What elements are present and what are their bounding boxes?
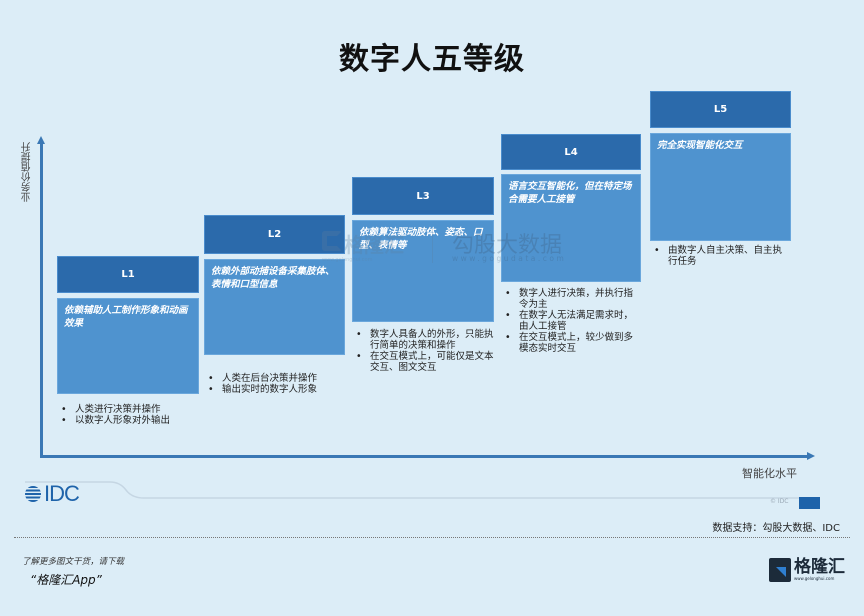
idc-logo-text: IDC xyxy=(44,481,80,506)
gelonghui-logo-text: 格隆汇 xyxy=(794,557,845,577)
gelonghui-logo-url: www.gelonghui.com xyxy=(794,576,835,581)
level-l2: L2 依赖外部动捕设备采集肢体、表情和口型信息 人类在后台决策并操作 输出实时的… xyxy=(204,215,345,395)
idc-brand-box xyxy=(799,497,820,509)
footer-divider xyxy=(14,537,850,538)
y-axis-arrow-icon xyxy=(37,136,45,144)
idc-footer-curve xyxy=(25,481,820,499)
level-l3-description: 依赖算法驱动肢体、姿态、口型、表情等 xyxy=(352,220,494,322)
bullet-item: 由数字人自主决策、自主执行任务 xyxy=(650,245,791,267)
promo-app-name: “格隆汇App” xyxy=(30,573,102,587)
level-l4-description: 语言交互智能化，但在特定场合需要人工接管 xyxy=(501,174,641,282)
y-axis-line xyxy=(40,142,43,457)
level-l2-header: L2 xyxy=(204,215,345,254)
level-l3: L3 依赖算法驱动肢体、姿态、口型、表情等 数字人具备人的外形，只能执行简单的决… xyxy=(352,177,494,377)
y-axis-label: 业务价值提升 xyxy=(22,142,33,202)
bullet-item: 人类进行决策并操作 xyxy=(57,404,199,415)
data-source: 数据支持：勾股大数据、IDC xyxy=(712,523,840,534)
bullet-item: 在交互模式上，可能仅是文本交互、图文交互 xyxy=(352,351,494,373)
level-l4-bullets: 数字人进行决策，并执行指令为主 在数字人无法满足需求时，由人工接管 在交互模式上… xyxy=(501,288,641,354)
level-l4: L4 语言交互智能化，但在特定场合需要人工接管 数字人进行决策，并执行指令为主 … xyxy=(501,134,641,364)
level-l4-header: L4 xyxy=(501,134,641,170)
bullet-item: 在数字人无法满足需求时，由人工接管 xyxy=(501,310,641,332)
x-axis-arrow-icon xyxy=(807,452,815,460)
level-l5: L5 完全实现智能化交互 由数字人自主决策、自主执行任务 xyxy=(650,91,791,281)
bullet-item: 输出实时的数字人形象 xyxy=(204,384,345,395)
level-l1-header: L1 xyxy=(57,256,199,293)
idc-globe-icon xyxy=(25,486,41,502)
level-l1-description: 依赖辅助人工制作形象和动画效果 xyxy=(57,298,199,394)
x-axis-label: 智能化水平 xyxy=(742,467,797,480)
level-l3-bullets: 数字人具备人的外形，只能执行简单的决策和操作 在交互模式上，可能仅是文本交互、图… xyxy=(352,329,494,373)
gelonghui-logo: 格隆汇 www.gelonghui.com xyxy=(769,558,845,584)
level-l1-bullets: 人类进行决策并操作 以数字人形象对外输出 xyxy=(57,404,199,426)
level-l5-bullets: 由数字人自主决策、自主执行任务 xyxy=(650,245,791,267)
bullet-item: 数字人具备人的外形，只能执行简单的决策和操作 xyxy=(352,329,494,351)
level-l1: L1 依赖辅助人工制作形象和动画效果 人类进行决策并操作 以数字人形象对外输出 xyxy=(57,256,199,436)
bullet-item: 人类在后台决策并操作 xyxy=(204,373,345,384)
level-l2-description: 依赖外部动捕设备采集肢体、表情和口型信息 xyxy=(204,259,345,355)
idc-logo: IDC xyxy=(25,481,80,506)
bullet-item: 在交互模式上，较少做到多模态实时交互 xyxy=(501,332,641,354)
bullet-item: 以数字人形象对外输出 xyxy=(57,415,199,426)
gelonghui-g-icon xyxy=(769,558,791,582)
bullet-item: 数字人进行决策，并执行指令为主 xyxy=(501,288,641,310)
level-l5-header: L5 xyxy=(650,91,791,128)
level-l2-bullets: 人类在后台决策并操作 输出实时的数字人形象 xyxy=(204,373,345,395)
page-title: 数字人五等级 xyxy=(339,42,525,77)
promo-text: 了解更多图文干货，请下载 xyxy=(22,557,125,567)
level-l5-description: 完全实现智能化交互 xyxy=(650,133,791,241)
idc-copyright: © IDC xyxy=(770,498,789,505)
x-axis-line xyxy=(40,455,809,458)
level-l3-header: L3 xyxy=(352,177,494,215)
